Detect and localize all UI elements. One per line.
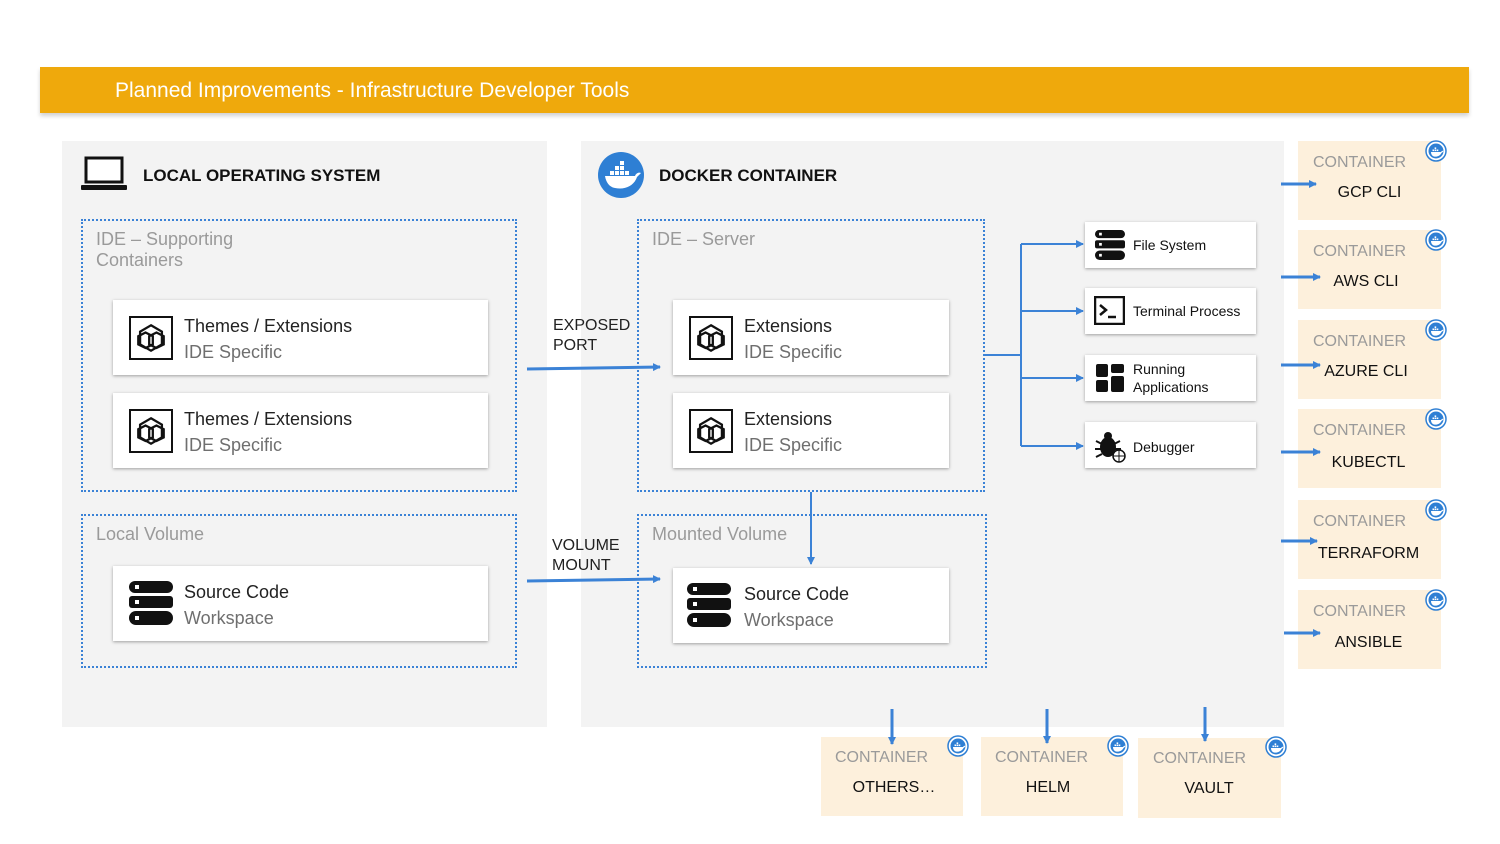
docker-badge-icon: [1425, 499, 1447, 521]
card-title: Themes / Extensions: [184, 409, 353, 429]
card-subtitle: IDE Specific: [744, 342, 843, 362]
docker-badge-icon: [947, 735, 969, 757]
container-terraform[interactable]: CONTAINER TERRAFORM: [1298, 500, 1441, 579]
card-subtitle: Workspace: [184, 608, 274, 628]
container-name: HELM: [1025, 779, 1071, 796]
container-name: TERRAFORM: [1317, 545, 1420, 562]
local-volume-label: Local Volume: [96, 524, 205, 544]
ide-supporting-label: IDE – Supporting Containers: [96, 229, 234, 270]
extension-hex-icon: [129, 316, 173, 360]
extension-hex-icon: [129, 409, 173, 453]
container-name: OTHERS…: [852, 779, 936, 796]
service-file-system[interactable]: File System: [1085, 222, 1256, 268]
container-name: VAULT: [1184, 780, 1234, 797]
mounted-volume-group: [637, 514, 987, 668]
container-kind: CONTAINER: [995, 749, 1089, 766]
card-subtitle: IDE Specific: [184, 435, 283, 455]
service-label: File System: [1133, 237, 1207, 253]
container-kind: CONTAINER: [1313, 422, 1407, 439]
ide-server-group: [637, 219, 985, 492]
docker-badge-icon: [1107, 735, 1129, 757]
container-ansible[interactable]: CONTAINER ANSIBLE: [1298, 590, 1441, 669]
container-kind: CONTAINER: [1313, 513, 1407, 530]
container-kind: CONTAINER: [1313, 154, 1407, 171]
laptop-icon: [80, 155, 128, 198]
card-title: Extensions: [744, 409, 833, 429]
card-subtitle: IDE Specific: [184, 342, 283, 362]
server-extension-card[interactable]: Extensions IDE Specific: [673, 300, 949, 375]
volume-mount-label: VOLUME MOUNT: [552, 536, 620, 576]
service-debugger[interactable]: Debugger: [1085, 422, 1256, 468]
extension-hex-icon: [689, 316, 733, 360]
container-kind: CONTAINER: [1313, 603, 1407, 620]
container-name: AZURE CLI: [1324, 363, 1408, 380]
exposed-port-label: EXPOSED PORT: [553, 316, 630, 356]
container-name: GCP CLI: [1337, 184, 1402, 201]
container-vault[interactable]: CONTAINER VAULT: [1138, 738, 1281, 818]
mounted-volume-label: Mounted Volume: [652, 524, 788, 544]
edge-label-line: VOLUME: [552, 537, 620, 554]
container-kind: CONTAINER: [1153, 750, 1247, 767]
terminal-icon: [1093, 295, 1126, 328]
container-name: ANSIBLE: [1334, 634, 1403, 651]
docker-badge-icon: [1425, 319, 1447, 341]
card-subtitle: IDE Specific: [744, 435, 843, 455]
docker-title: DOCKER CONTAINER: [659, 166, 838, 185]
card-title: Extensions: [744, 316, 833, 336]
card-title: Source Code: [184, 582, 290, 602]
local-source-card[interactable]: Source Code Workspace: [113, 566, 488, 641]
banner-title: Planned Improvements - Infrastructure De…: [115, 79, 630, 102]
local-volume-group: [81, 514, 517, 668]
container-kind: CONTAINER: [835, 749, 929, 766]
container-name: KUBECTL: [1331, 454, 1406, 471]
docker-badge-icon: [1425, 408, 1447, 430]
container-name: AWS CLI: [1333, 273, 1399, 290]
apps-grid-icon: [1095, 363, 1125, 396]
docker-badge-icon: [1425, 229, 1447, 251]
bug-icon: [1093, 429, 1127, 466]
ide-supporting-group: [81, 219, 517, 492]
card-subtitle: Workspace: [744, 610, 834, 630]
card-title: Themes / Extensions: [184, 316, 353, 336]
service-running-applications[interactable]: Running Applications: [1085, 355, 1256, 401]
extension-hex-icon: [689, 409, 733, 453]
container-helm[interactable]: CONTAINER HELM: [981, 737, 1123, 816]
edge-label-line: EXPOSED: [553, 317, 631, 334]
container-kind: CONTAINER: [1313, 333, 1407, 350]
mounted-source-card[interactable]: Source Code Workspace: [673, 568, 949, 643]
local-extension-card[interactable]: Themes / Extensions IDE Specific: [113, 300, 488, 375]
container-kubectl[interactable]: CONTAINER KUBECTL: [1298, 409, 1441, 488]
service-terminal-process[interactable]: Terminal Process: [1085, 288, 1256, 334]
container-azure-cli[interactable]: CONTAINER AZURE CLI: [1298, 320, 1441, 399]
container-gcp-cli[interactable]: CONTAINER GCP CLI: [1298, 141, 1441, 220]
container-aws-cli[interactable]: CONTAINER AWS CLI: [1298, 230, 1441, 309]
docker-badge-icon: [1265, 736, 1287, 758]
ide-server-label: IDE – Server: [652, 229, 756, 249]
service-label: Debugger: [1133, 439, 1195, 455]
card-title: Source Code: [744, 584, 850, 604]
docker-logo-icon: [597, 151, 645, 204]
container-others[interactable]: CONTAINER OTHERS…: [821, 737, 963, 816]
service-label: Running Applications: [1133, 361, 1209, 395]
docker-badge-icon: [1425, 140, 1447, 162]
local-os-title: LOCAL OPERATING SYSTEM: [143, 166, 381, 185]
container-kind: CONTAINER: [1313, 243, 1407, 260]
local-extension-card[interactable]: Themes / Extensions IDE Specific: [113, 393, 488, 468]
server-extension-card[interactable]: Extensions IDE Specific: [673, 393, 949, 468]
docker-badge-icon: [1425, 589, 1447, 611]
edge-label-line: MOUNT: [552, 557, 611, 574]
title-banner: Planned Improvements - Infrastructure De…: [40, 67, 1469, 113]
edge-label-line: PORT: [553, 337, 598, 354]
service-label: Terminal Process: [1133, 303, 1241, 319]
